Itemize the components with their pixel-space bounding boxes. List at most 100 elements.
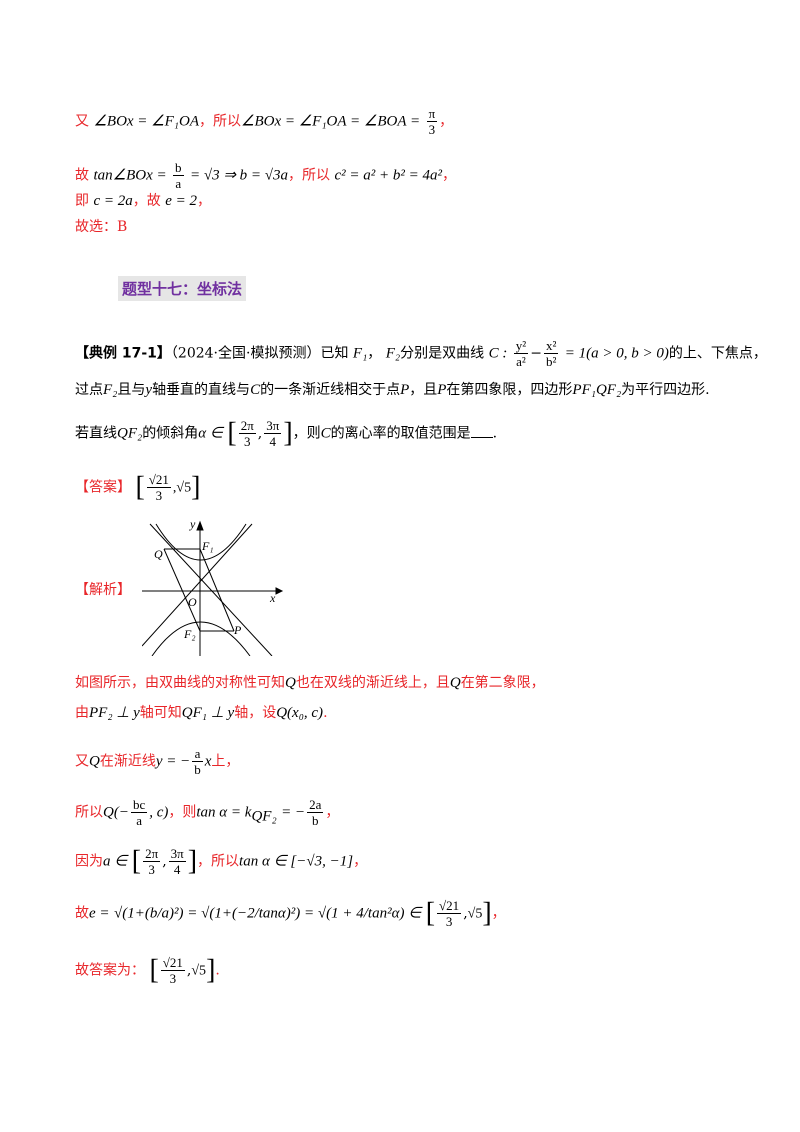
math: Q(− <box>103 804 129 821</box>
text: ，且 <box>409 382 438 398</box>
denominator: a <box>175 176 182 191</box>
math: c = 2a <box>93 193 133 209</box>
numerator: y² <box>513 338 529 354</box>
label-Q: Q <box>154 547 163 561</box>
math: c² = a² + b² = 4a² <box>334 167 442 184</box>
math: F₂ <box>103 382 118 398</box>
text: ， <box>442 167 456 184</box>
math: x <box>204 753 212 770</box>
text: 在第四象限，四边形 <box>446 382 573 398</box>
math: P <box>437 382 447 398</box>
text: 轴垂直的直线与 <box>152 382 251 398</box>
hyperbola-figure: y x Q F₁ O F₂ P <box>142 517 284 656</box>
denominator: a² <box>516 354 526 369</box>
analysis-tag: 【解析】 <box>75 582 131 598</box>
math: tan∠BOx = <box>93 167 167 184</box>
line-3: 即 c = 2a，故 e = 2， <box>75 191 211 211</box>
math: PF₁QF₂ <box>572 382 622 398</box>
text: 若直线 <box>75 425 117 442</box>
section-heading: 题型十七：坐标法 <box>118 276 247 301</box>
text: ，则 <box>168 804 197 821</box>
label-F2: F₂ <box>183 627 196 641</box>
denominator: 4 <box>269 434 277 449</box>
line-1: 又 ∠BOx = ∠F₁OA，所以∠BOx = ∠F₁OA = ∠BOA = π… <box>75 106 453 137</box>
label-x: x <box>269 591 276 605</box>
text: 所以 <box>75 804 103 821</box>
math: C : <box>488 345 508 362</box>
segment-QF2 <box>163 548 201 632</box>
denominator: 3 <box>243 434 251 449</box>
math: α ∈ <box>198 425 223 442</box>
numerator: 2π <box>238 418 256 434</box>
numerator: √21 <box>437 898 462 914</box>
numerator: 2π <box>143 846 161 862</box>
numerator: bc <box>130 797 148 813</box>
text: 的离心率的取值范围是 <box>330 425 471 442</box>
line-4: 故选：B <box>75 219 128 235</box>
text: 由 <box>75 705 89 721</box>
math: Q <box>89 753 100 770</box>
numerator: √21 <box>160 955 185 971</box>
y-arrow-icon <box>196 520 204 531</box>
numerator: 3π <box>264 418 282 434</box>
text: ， <box>491 905 506 922</box>
denominator: 3 <box>169 971 177 986</box>
text: 上， <box>211 753 240 770</box>
text: 故答案为： <box>75 962 145 979</box>
text: ，则 <box>292 425 321 442</box>
label-F1: F₁ <box>201 539 214 553</box>
text: ，所以 <box>288 167 331 184</box>
text: 又 <box>75 113 89 130</box>
math: C <box>250 382 261 398</box>
text: 因为 <box>75 853 103 870</box>
text: 即 <box>75 193 89 209</box>
math: F₂ <box>385 345 401 362</box>
denominator: 4 <box>173 862 181 877</box>
math: = √3 ⇒ b = √3a <box>190 167 289 184</box>
text: . <box>323 705 328 721</box>
segment-F1P <box>199 548 235 632</box>
text: ， <box>353 853 368 870</box>
example-tag: 【典例 17-1】 <box>75 345 171 362</box>
text: 轴可知 <box>139 705 182 721</box>
denominator: 3 <box>445 914 453 929</box>
text: ， <box>439 113 454 130</box>
label-y: y <box>189 517 196 531</box>
math: ∠BOx = ∠F₁OA = ∠BOA = <box>241 113 421 130</box>
text: 在渐近线 <box>99 753 156 770</box>
math: √(1+(b/a)²) = √(1+(−2/tanα)²) = √(1 + 4/… <box>113 905 422 922</box>
denominator: 3 <box>155 488 163 503</box>
text: . <box>215 962 220 979</box>
text: 也在双线的渐近线上，且 <box>295 675 450 691</box>
text: ， <box>196 193 211 209</box>
text: ，故 <box>132 193 161 209</box>
numerator: x² <box>543 338 559 354</box>
text: 又 <box>75 753 89 770</box>
numerator: a <box>192 746 203 762</box>
text: . <box>492 425 498 442</box>
math: ∠BOx = ∠F₁OA <box>93 113 199 130</box>
math: Q(x₀, c) <box>276 705 324 721</box>
numerator: 3π <box>168 846 186 862</box>
math: a ∈ <box>103 853 128 870</box>
denominator: 3 <box>428 122 436 137</box>
text: 且与 <box>117 382 146 398</box>
upper-branch <box>155 523 247 561</box>
text: 轴，设 <box>234 705 277 721</box>
text: ， <box>325 804 340 821</box>
denominator: 3 <box>148 862 155 877</box>
text: 的一条渐近线相交于点 <box>260 382 401 398</box>
math: tan α ∈ [−√3, −1] <box>239 853 354 870</box>
asymptote-1 <box>149 523 273 656</box>
